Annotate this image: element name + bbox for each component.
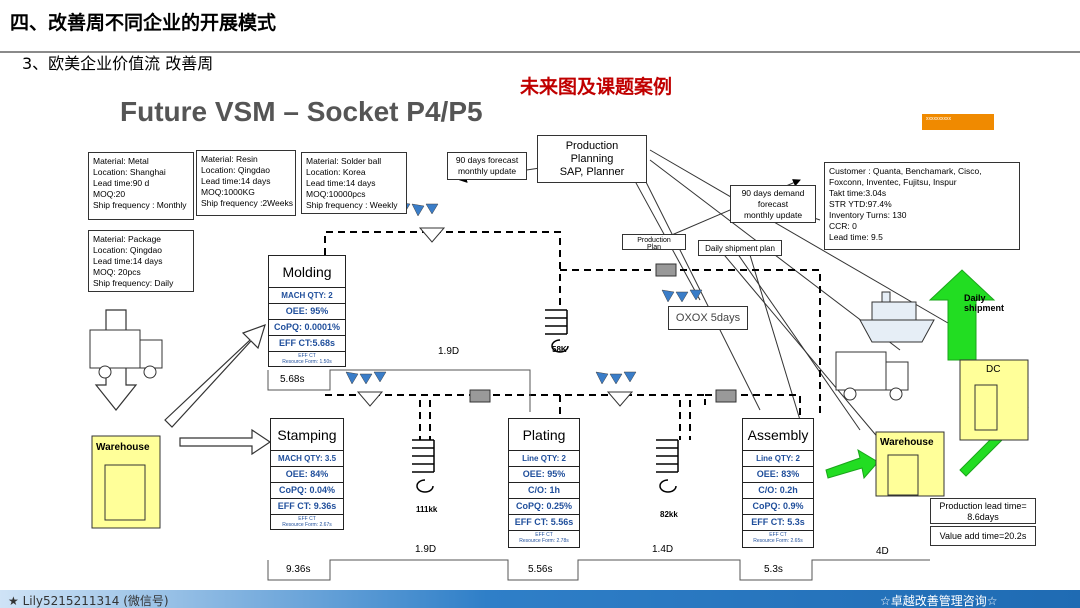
supplier-resin: Material: Resin Location: Qingdao Lead t… [196,150,296,216]
process-footnote: EFF CT Resource Form: 2.67s [282,516,332,528]
process-name: Stamping [271,419,343,451]
process-metric: CoPQ: 0.0001% [269,320,345,336]
process-footnote: EFF CT Resource Form: 1.50s [282,353,332,365]
supplier-metal: Material: Metal Location: Shanghai Lead … [88,152,194,220]
process-metric: MACH QTY: 3.5 [271,451,343,467]
flow-lines [89,149,1029,581]
process-metric: OEE: 83% [743,467,813,483]
process-stamping: Stamping MACH QTY: 3.5 OEE: 84% CoPQ: 0.… [270,418,344,530]
timeline-plating-lt: 1.4D [652,544,674,555]
process-metric: OEE: 95% [269,304,345,320]
process-metric: CoPQ: 0.25% [509,499,579,515]
daily-shipment-label: Daily shipment [964,293,1005,313]
process-metric: MACH QTY: 2 [269,288,345,304]
customer-info: Customer : Quanta, Benchamark, Cisco, Fo… [824,162,1020,250]
production-lead-time: Production lead time= 8.6days [930,498,1036,524]
timeline-molding-ct: 5.68s [280,374,305,385]
timeline-stamping-ct: 9.36s [286,564,311,575]
daily-shipment-plan-note: Daily shipment plan [698,240,782,256]
footer-brand: ☆卓越改善管理咨询☆ [880,594,998,608]
process-assembly: Assembly Line QTY: 2 OEE: 83% C/O: 0.2h … [742,418,814,548]
process-metric: CoPQ: 0.04% [271,483,343,499]
process-name: Molding [269,256,345,288]
supplier-package: Material: Package Location: Qingdao Lead… [88,230,194,292]
timeline-assembly-ct: 5.3s [764,564,783,575]
dc-label: DC [986,364,1001,375]
value-add-time: Value add time=20.2s [930,526,1036,546]
process-footnote: EFF CT Resource Form: 2.65s [753,532,803,544]
footer-bar [0,590,1080,608]
process-metric: EFF CT: 5.56s [509,515,579,531]
warehouse-left-label: Warehouse [96,442,150,453]
warehouse-right-label: Warehouse [880,437,934,448]
planning-line3: SAP, Planner [559,166,625,178]
production-planning: Production Planning SAP, Planner [537,135,647,183]
supplier-solder-ball: Material: Solder ball Location: Korea Le… [301,152,407,214]
process-metric: EFF CT: 5.3s [743,515,813,531]
process-molding: Molding MACH QTY: 2 OEE: 95% CoPQ: 0.000… [268,255,346,367]
future-state-title: 未来图及课题案例 [520,76,673,98]
demand-forecast-note: 90 days demand forecast monthly update [730,185,816,223]
process-metric: Line QTY: 2 [509,451,579,467]
process-metric: CoPQ: 0.9% [743,499,813,515]
inventory-stamping: 111kk [416,505,438,514]
timeline-final-lt: 4D [876,546,889,557]
process-metric: EFF CT:5.68s [269,336,345,352]
production-plan-note: Production Plan [622,234,686,251]
process-name: Plating [509,419,579,451]
oxox-note: OXOX 5days [668,306,748,330]
timeline-plating-ct: 5.56s [528,564,553,575]
process-metric: OEE: 84% [271,467,343,483]
subtitle: 3、欧美企业价值流 改善周 [22,54,214,73]
process-metric: Line QTY: 2 [743,451,813,467]
process-plating: Plating Line QTY: 2 OEE: 95% C/O: 1h CoP… [508,418,580,548]
inventory-plating: 82kk [660,510,678,519]
process-metric: EFF CT: 9.36s [271,499,343,515]
inventory-molding: 58K [552,345,567,354]
timeline-molding-lt: 1.9D [438,346,460,357]
vsm-title: Future VSM – Socket P4/P5 [120,96,483,127]
planning-line1: Production [565,140,619,152]
timeline-stamping-lt: 1.9D [415,544,437,555]
forecast-monthly-note: 90 days forecast monthly update [447,152,527,180]
process-metric: OEE: 95% [509,467,579,483]
footer-wechat: ★ Lily5215211314 (微信号) [8,594,169,608]
orange-tag: xxxxxxxxxx [922,114,994,130]
section-title: 四、改善周不同企业的开展模式 [10,12,277,34]
process-footnote: EFF CT Resource Form: 2.78s [519,532,569,544]
process-metric: C/O: 0.2h [743,483,813,499]
header-divider [0,51,1080,53]
planning-line2: Planning [570,153,614,165]
process-metric: C/O: 1h [509,483,579,499]
process-name: Assembly [743,419,813,451]
